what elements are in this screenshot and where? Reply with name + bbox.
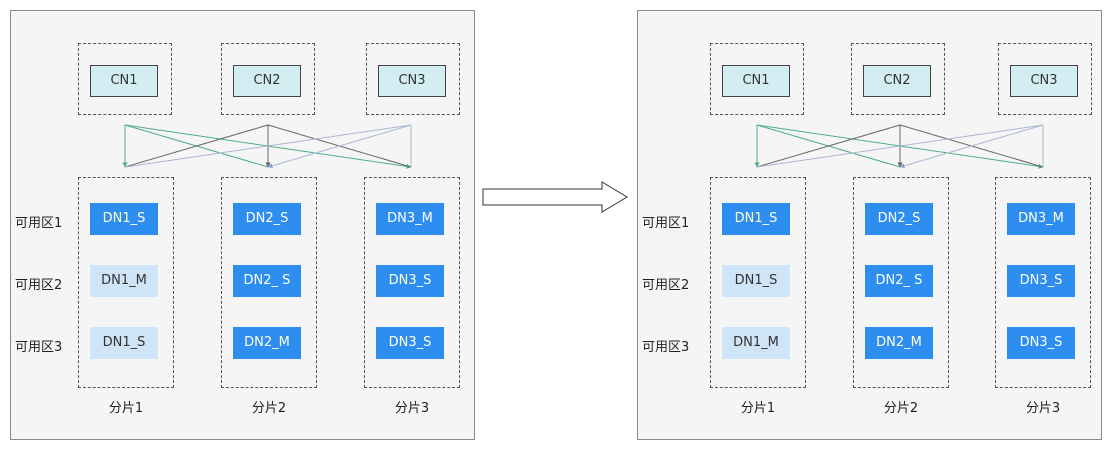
- shard1-label: 分片1: [740, 401, 776, 416]
- cn3-node: CN3: [1010, 65, 1078, 97]
- cn1-frame: CN1: [710, 43, 804, 115]
- dn-node: DN2_ S: [865, 265, 933, 297]
- diagram-panel-before: CN1 CN2 CN3 可用区1 可用区2 可用区3 DN1_S DN1_M D…: [10, 10, 475, 440]
- shard2-frame: DN2_S DN2_ S DN2_M: [853, 177, 949, 388]
- zone-label-2: 可用区2: [642, 278, 690, 293]
- zone-label-1: 可用区1: [15, 216, 63, 231]
- dn-node: DN2_M: [233, 327, 301, 359]
- cn1-frame: CN1: [78, 43, 172, 115]
- shard3-label: 分片3: [394, 401, 430, 416]
- link-cn3-dn1: [756, 124, 1044, 168]
- shard2-label: 分片2: [251, 401, 287, 416]
- cn2-frame: CN2: [851, 43, 945, 115]
- dn-node: DN1_S: [722, 203, 790, 235]
- dn-node: DN2_S: [233, 203, 301, 235]
- dn-node: DN1_S: [90, 327, 158, 359]
- cn2-node: CN2: [233, 65, 301, 97]
- shard1-label: 分片1: [108, 401, 144, 416]
- shard2-frame: DN2_S DN2_ S DN2_M: [221, 177, 317, 388]
- shard3-frame: DN3_M DN3_S DN3_S: [364, 177, 460, 388]
- shard1-frame: DN1_S DN1_M DN1_S: [78, 177, 174, 388]
- dn-node: DN2_S: [865, 203, 933, 235]
- zone-label-2: 可用区2: [15, 278, 63, 293]
- link-cn3-dn2: [899, 124, 1044, 169]
- diagram-panel-after: CN1 CN2 CN3 可用区1 可用区2 可用区3 DN1_S DN1_S D…: [637, 10, 1102, 440]
- cn1-node: CN1: [722, 65, 790, 97]
- cn3-frame: CN3: [998, 43, 1092, 115]
- shard1-frame: DN1_S DN1_S DN1_M: [710, 177, 806, 388]
- link-cn2-dn1: [756, 124, 901, 168]
- zone-label-3: 可用区3: [15, 340, 63, 355]
- dn-node: DN1_S: [90, 203, 158, 235]
- dn-node: DN3_S: [376, 265, 444, 297]
- dn-node: DN1_S: [722, 265, 790, 297]
- right-arrow-icon: [482, 181, 628, 213]
- zone-label-1: 可用区1: [642, 216, 690, 231]
- link-cn2-dn1: [124, 124, 269, 168]
- dn-node: DN1_M: [90, 265, 158, 297]
- cn2-frame: CN2: [221, 43, 315, 115]
- cn3-node: CN3: [378, 65, 446, 97]
- shard3-frame: DN3_M DN3_S DN3_S: [995, 177, 1091, 388]
- link-cn3-dn2: [267, 124, 412, 169]
- cn2-node: CN2: [863, 65, 931, 97]
- dn-node: DN3_S: [1007, 265, 1075, 297]
- cn3-frame: CN3: [366, 43, 460, 115]
- dn-node: DN3_M: [376, 203, 444, 235]
- link-cn3-dn1: [124, 124, 412, 168]
- dn-node: DN2_M: [865, 327, 933, 359]
- dn-node: DN3_M: [1007, 203, 1075, 235]
- shard2-label: 分片2: [883, 401, 919, 416]
- dn-node: DN3_S: [1007, 327, 1075, 359]
- dn-node: DN1_M: [722, 327, 790, 359]
- zone-label-3: 可用区3: [642, 340, 690, 355]
- cn1-node: CN1: [90, 65, 158, 97]
- cn-dn-connection-lines: [754, 124, 1044, 169]
- dn-node: DN3_S: [376, 327, 444, 359]
- dn-node: DN2_ S: [233, 265, 301, 297]
- shard3-label: 分片3: [1025, 401, 1061, 416]
- cn-dn-connection-lines: [122, 124, 412, 169]
